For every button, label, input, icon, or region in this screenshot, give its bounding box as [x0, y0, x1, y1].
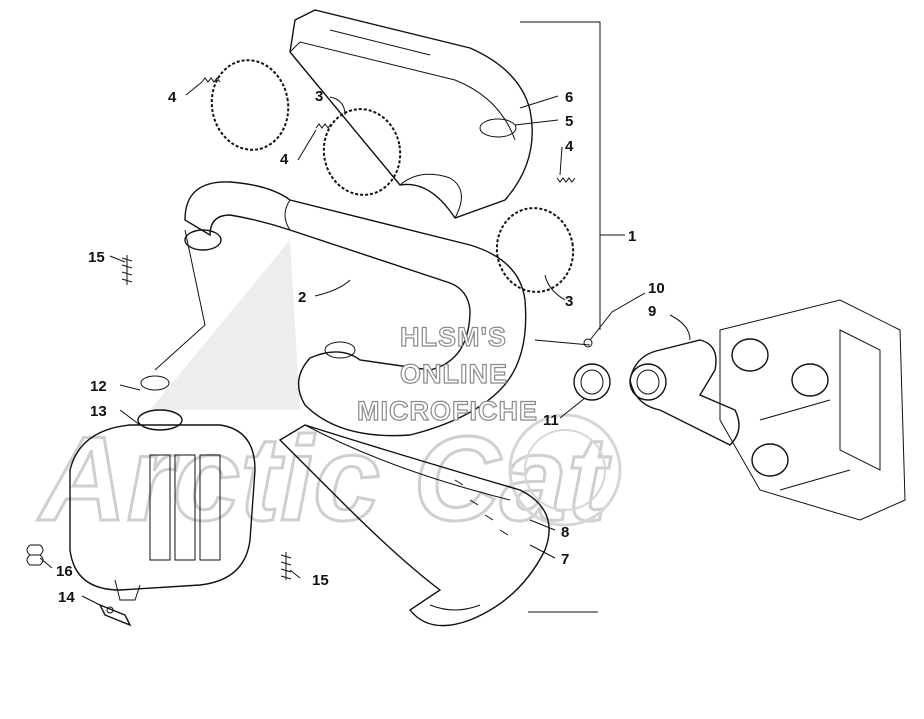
callout-3-top: 3	[315, 88, 323, 105]
silencer	[69, 375, 256, 601]
watermark-text: HLSM'S ONLINE MICROFICHE	[356, 321, 538, 426]
callout-16: 16	[56, 563, 73, 580]
callout-5: 5	[565, 113, 573, 130]
lower-shield	[278, 424, 550, 627]
watermark-line-3: MICROFICHE	[357, 396, 538, 426]
callout-4-right: 4	[565, 138, 574, 155]
callout-9: 9	[648, 303, 656, 320]
callout-6: 6	[565, 89, 573, 106]
callout-13: 13	[90, 403, 107, 420]
callout-3-bottom: 3	[565, 293, 573, 310]
callout-8: 8	[561, 524, 569, 541]
callout-11: 11	[543, 412, 559, 429]
callout-labels: 1 2 3 3 4 4 4 5 6 7 8 9 10 11 12 13 14 1…	[56, 88, 665, 606]
callout-4-middle: 4	[280, 151, 289, 168]
callout-14: 14	[58, 589, 75, 606]
callout-15-bottom: 15	[312, 572, 329, 589]
callout-12: 12	[90, 378, 107, 395]
exhaust-manifold	[629, 339, 740, 446]
callout-7: 7	[561, 551, 569, 568]
gaskets	[573, 338, 611, 401]
watermark-logo-text: Arctic Cat	[37, 412, 612, 546]
heat-shield-top	[289, 9, 533, 219]
watermark-line-2: ONLINE	[400, 359, 508, 389]
clip	[98, 603, 132, 627]
expansion-chamber	[184, 181, 527, 437]
item-1-bracket	[520, 21, 625, 613]
callout-2: 2	[298, 289, 306, 306]
callout-4-left: 4	[168, 89, 177, 106]
watermark-logo: Arctic Cat	[36, 240, 622, 548]
callout-10: 10	[648, 280, 665, 297]
springs	[26, 77, 576, 580]
callout-15-top: 15	[88, 249, 105, 266]
engine-block	[719, 299, 906, 521]
leader-lines	[39, 81, 691, 606]
callout-1: 1	[628, 228, 636, 245]
watermark-line-1: HLSM'S	[400, 322, 507, 352]
